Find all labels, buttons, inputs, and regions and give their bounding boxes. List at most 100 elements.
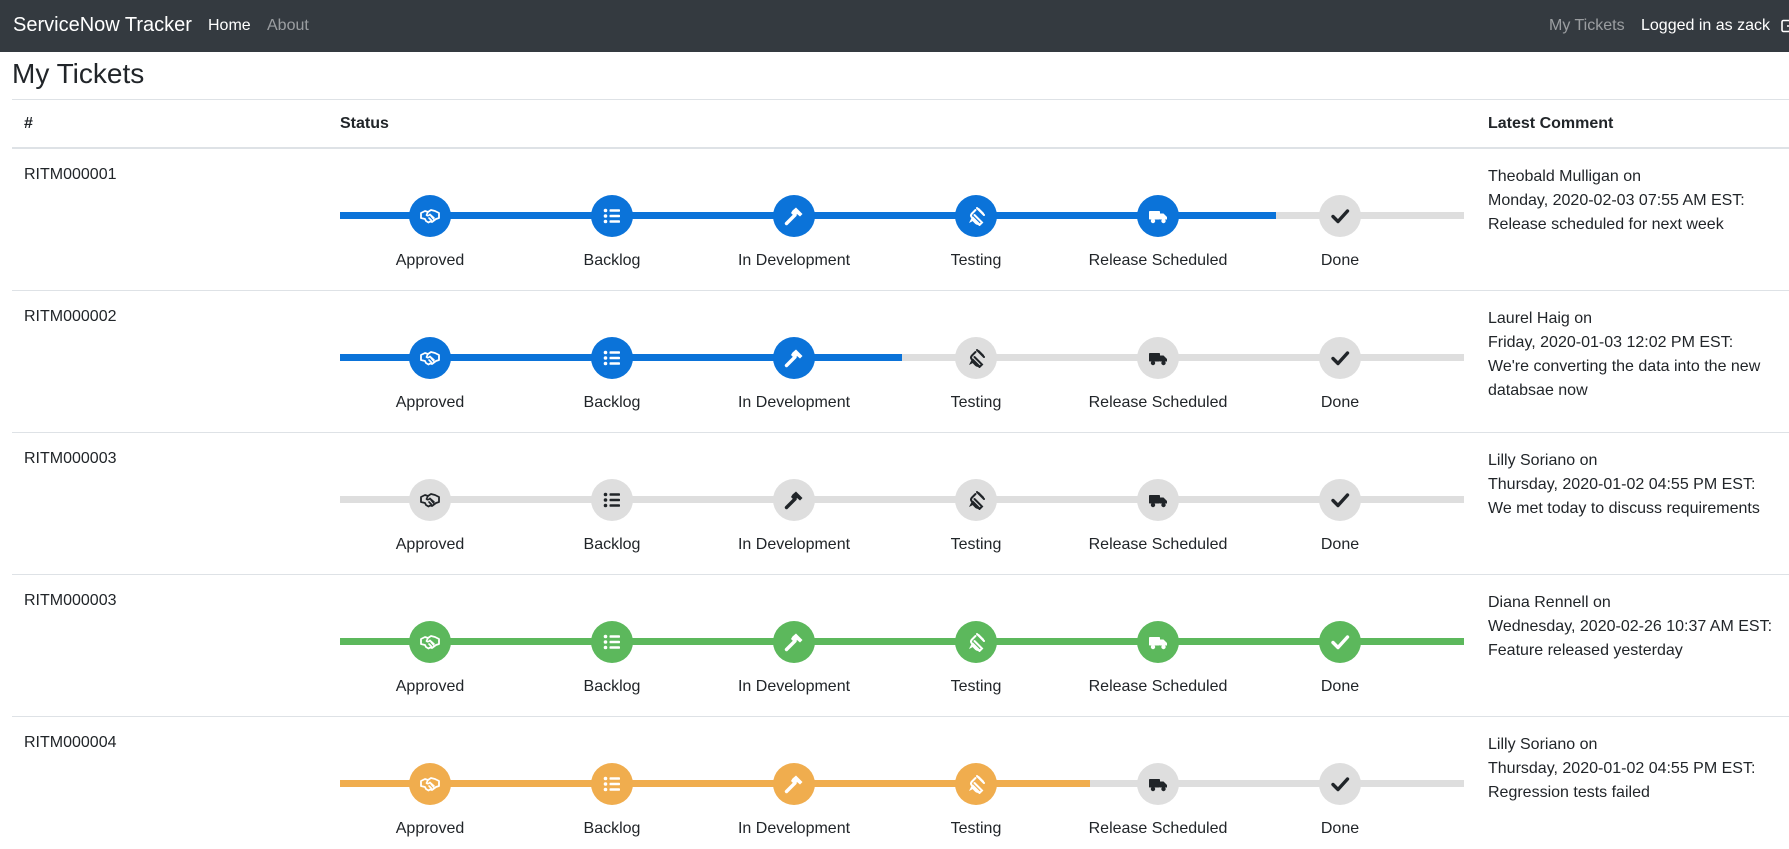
step-label: Done — [1320, 252, 1360, 269]
step-marker — [773, 621, 815, 663]
latest-comment: Theobald Mulligan on Monday, 2020-02-03 … — [1488, 165, 1788, 237]
status-step: Approved — [340, 479, 520, 554]
comment-date: Friday, 2020-01-03 12:02 PM EST: — [1488, 334, 1734, 351]
step-marker — [955, 195, 997, 237]
step-marker — [955, 479, 997, 521]
comment-text: Release scheduled for next week — [1488, 216, 1724, 233]
progress-track — [340, 354, 1464, 361]
latest-comment: Lilly Soriano on Thursday, 2020-01-02 04… — [1488, 733, 1788, 805]
check-icon — [1331, 493, 1350, 508]
status-step: In Development — [704, 195, 884, 270]
status-step: Backlog — [522, 479, 702, 554]
handshake-icon — [420, 777, 440, 792]
status-step: Backlog — [522, 337, 702, 412]
progress-track — [340, 496, 1464, 503]
ticket-number[interactable]: RITM000004 — [24, 734, 117, 751]
step-label: Release Scheduled — [1088, 820, 1228, 837]
page-title: My Tickets — [12, 58, 145, 89]
list-icon — [603, 492, 620, 508]
step-label: Done — [1320, 678, 1360, 695]
truck-icon — [1149, 495, 1167, 508]
step-label: Testing — [950, 678, 1002, 695]
status-step: Approved — [340, 763, 520, 838]
status-step: In Development — [704, 763, 884, 838]
step-marker — [591, 763, 633, 805]
step-marker — [409, 479, 451, 521]
step-label: Approved — [395, 536, 465, 553]
comment-date: Monday, 2020-02-03 07:55 AM EST: — [1488, 192, 1745, 209]
latest-comment: Laurel Haig on Friday, 2020-01-03 12:02 … — [1488, 307, 1788, 403]
check-icon — [1331, 351, 1350, 366]
step-marker — [1319, 195, 1361, 237]
step-marker — [773, 337, 815, 379]
status-step: Testing — [886, 337, 1066, 412]
comment-text: Regression tests failed — [1488, 784, 1650, 801]
step-marker — [773, 763, 815, 805]
progress-fill — [340, 638, 1464, 645]
list-icon — [603, 208, 620, 224]
table-header: # Status Latest Comment — [12, 99, 1789, 149]
hammer-icon — [784, 349, 803, 368]
step-label: Release Scheduled — [1088, 252, 1228, 269]
step-marker — [1319, 479, 1361, 521]
step-label: In Development — [737, 252, 851, 269]
comment-author: Laurel Haig on — [1488, 310, 1593, 327]
progress-fill — [340, 780, 1090, 787]
step-label: In Development — [737, 394, 851, 411]
nav-my-tickets-link[interactable]: My Tickets — [1549, 17, 1625, 34]
header-number: # — [24, 115, 33, 132]
step-marker — [409, 763, 451, 805]
hammer-icon — [784, 775, 803, 794]
step-label: Backlog — [583, 678, 641, 695]
logged-in-user: Logged in as zack — [1641, 17, 1770, 34]
flask-icon — [969, 633, 985, 652]
check-icon — [1331, 209, 1350, 224]
ticket-number[interactable]: RITM000001 — [24, 166, 117, 183]
step-marker — [1319, 337, 1361, 379]
status-step: Release Scheduled — [1068, 621, 1248, 696]
step-label: Testing — [950, 252, 1002, 269]
comment-author: Diana Rennell on — [1488, 594, 1611, 611]
flask-icon — [969, 775, 985, 794]
status-step: Release Scheduled — [1068, 763, 1248, 838]
step-label: Backlog — [583, 252, 641, 269]
nav-home-link[interactable]: Home — [208, 17, 251, 34]
step-marker — [1137, 479, 1179, 521]
truck-icon — [1149, 353, 1167, 366]
step-marker — [1319, 621, 1361, 663]
handshake-icon — [420, 209, 440, 224]
step-label: Done — [1320, 394, 1360, 411]
step-marker — [1137, 195, 1179, 237]
status-step: Testing — [886, 195, 1066, 270]
comment-text: We met today to discuss requirements — [1488, 500, 1760, 517]
status-step: Approved — [340, 195, 520, 270]
step-label: In Development — [737, 678, 851, 695]
latest-comment: Diana Rennell on Wednesday, 2020-02-26 1… — [1488, 591, 1788, 663]
step-label: Approved — [395, 252, 465, 269]
step-marker — [591, 195, 633, 237]
step-marker — [955, 621, 997, 663]
ticket-number[interactable]: RITM000003 — [24, 450, 117, 467]
ticket-number[interactable]: RITM000003 — [24, 592, 117, 609]
status-step: Done — [1250, 621, 1430, 696]
status-step: Backlog — [522, 763, 702, 838]
step-label: Testing — [950, 820, 1002, 837]
header-status: Status — [340, 115, 389, 132]
list-icon — [603, 350, 620, 366]
step-label: Testing — [950, 536, 1002, 553]
step-label: In Development — [737, 820, 851, 837]
ticket-number[interactable]: RITM000002 — [24, 308, 117, 325]
status-step: Approved — [340, 621, 520, 696]
step-marker — [1137, 337, 1179, 379]
list-icon — [603, 776, 620, 792]
step-marker — [1319, 763, 1361, 805]
brand-link[interactable]: ServiceNow Tracker — [13, 14, 192, 36]
logout-icon[interactable] — [1781, 19, 1789, 33]
status-tracker: Approved Backlog In Development Testing Rele… — [340, 149, 1464, 291]
nav-about-link[interactable]: About — [267, 17, 309, 34]
tickets-table: # Status Latest Comment RITM000001 Appro… — [12, 99, 1789, 849]
